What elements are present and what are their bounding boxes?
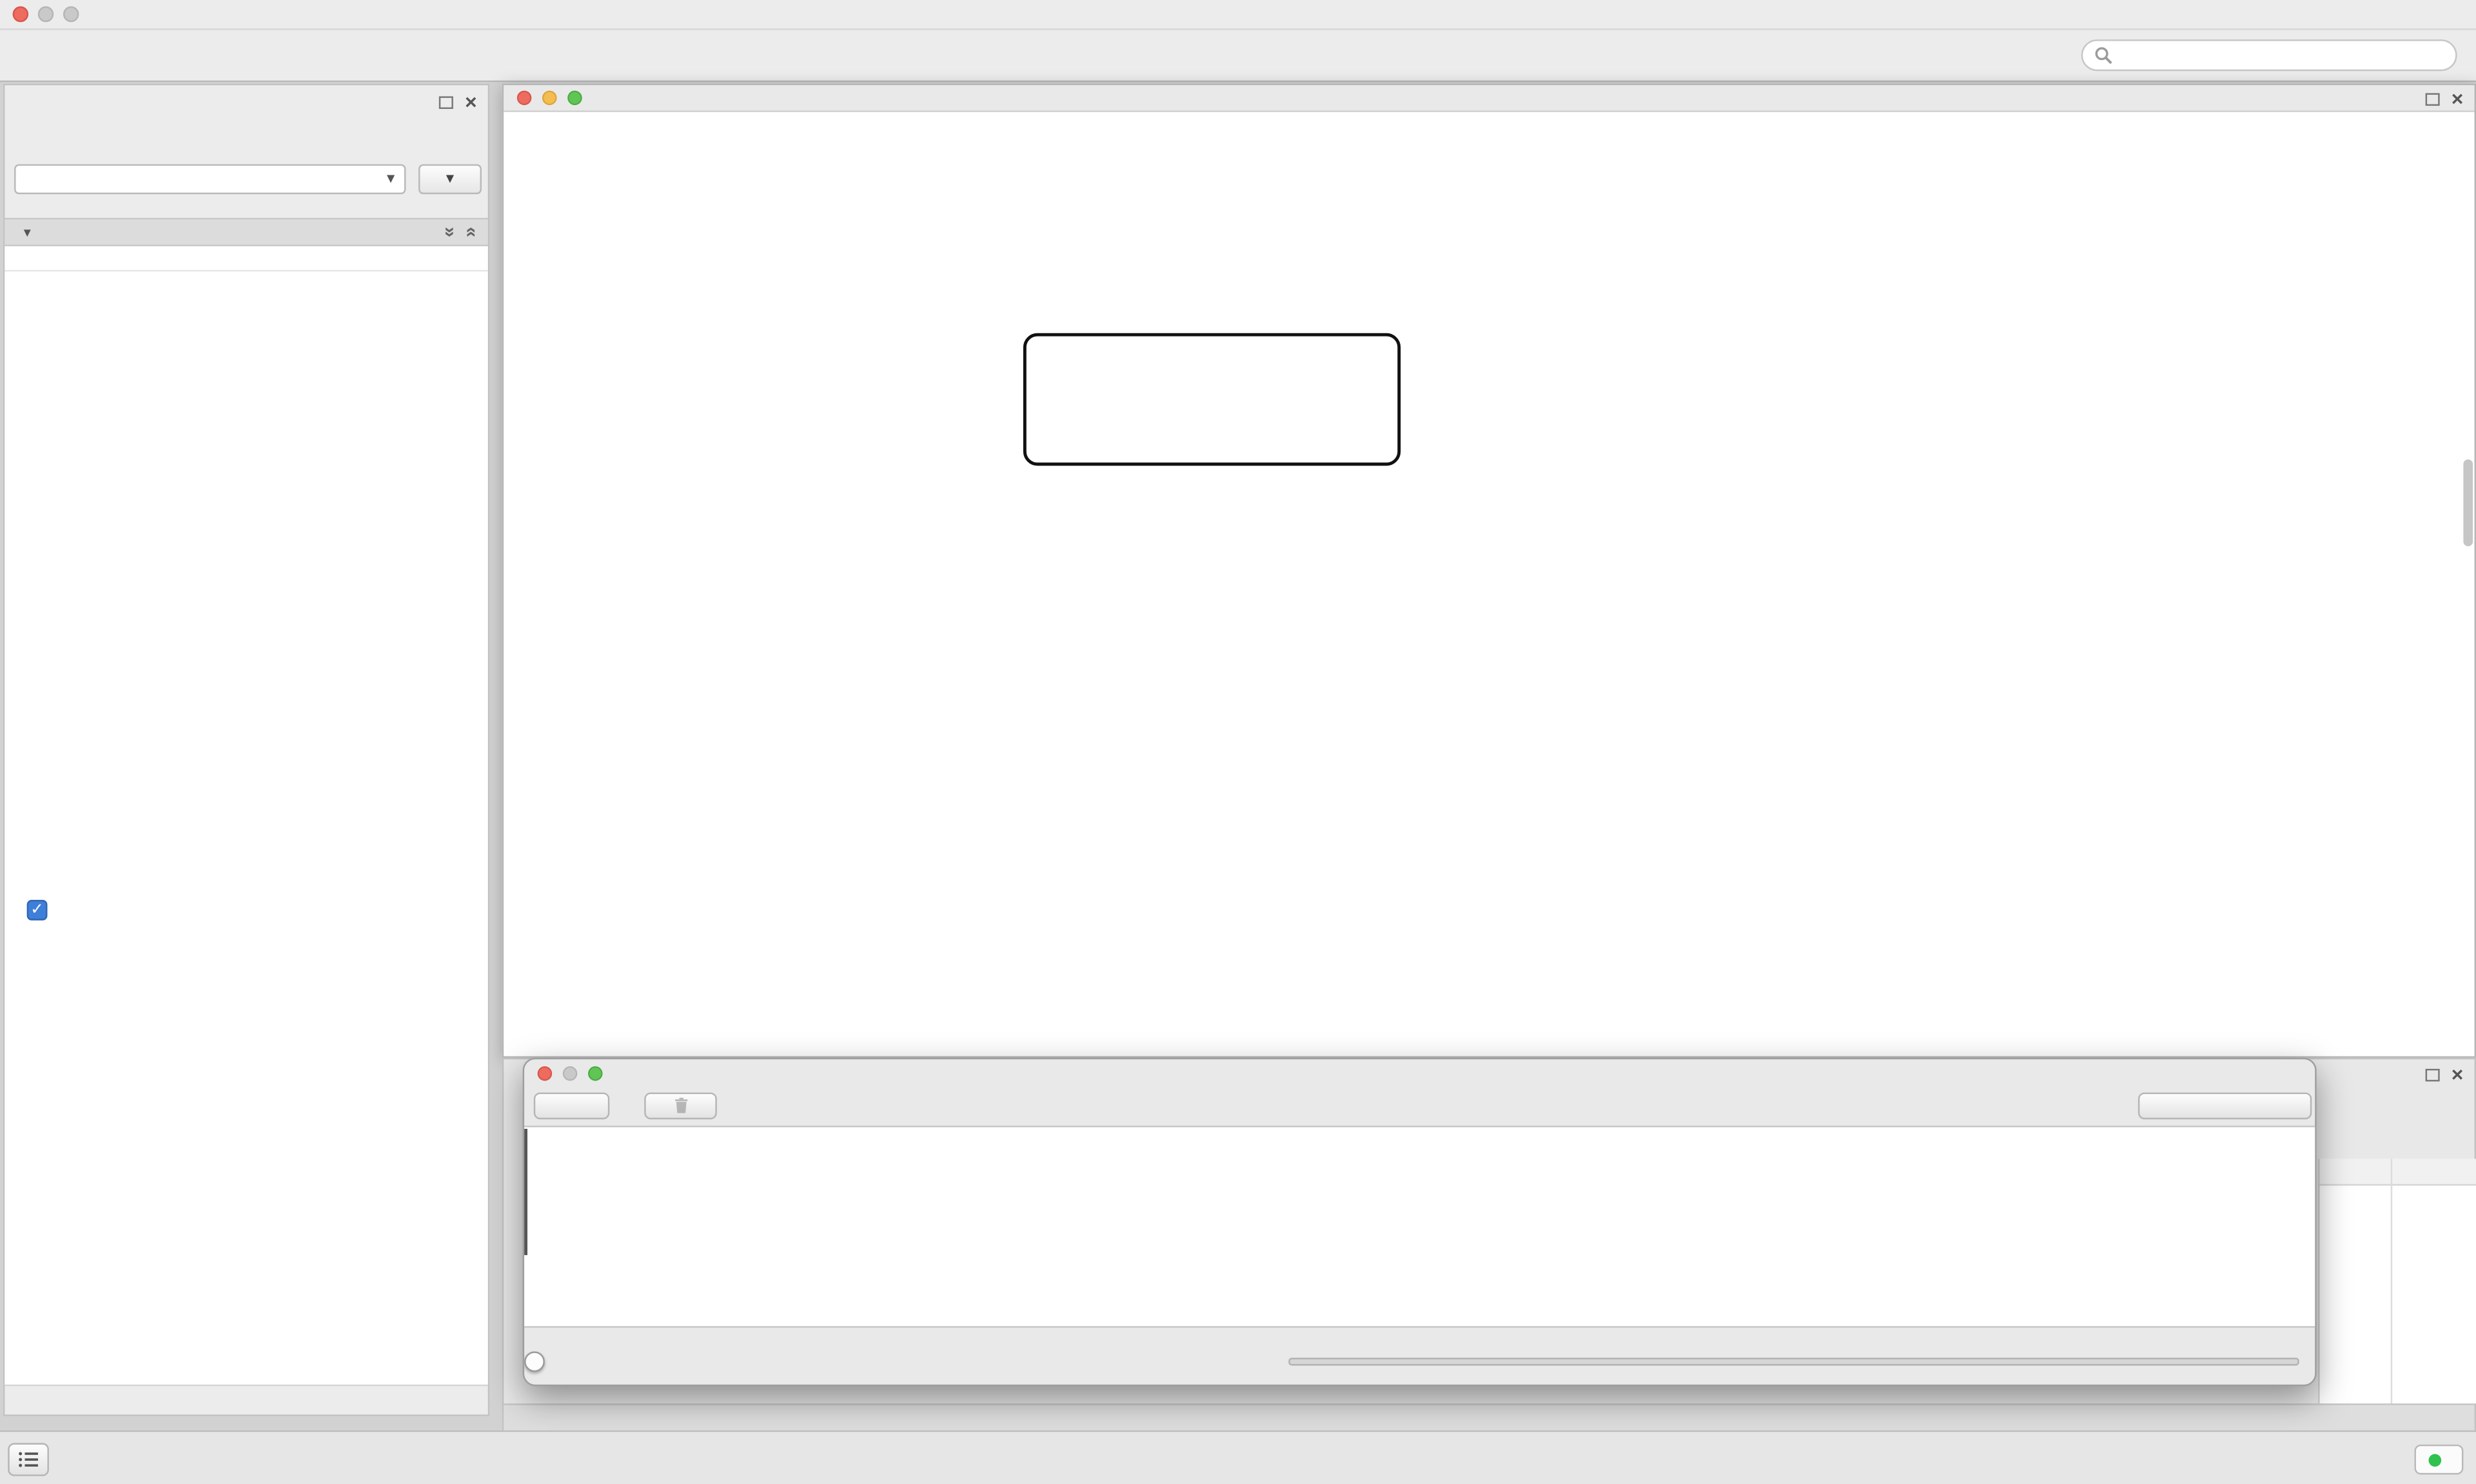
main-toolbar xyxy=(0,30,2476,83)
close-network-icon[interactable]: × xyxy=(2451,86,2464,111)
network-close-button[interactable] xyxy=(516,90,532,106)
control-panel: × ▾ ▾ ▾ » » ✓ xyxy=(3,83,490,1416)
network-window: × xyxy=(502,83,2476,1058)
cyanimator-minimize-button[interactable] xyxy=(562,1066,578,1081)
properties-column-headers xyxy=(5,246,488,272)
chevron-down-icon: ▾ xyxy=(23,223,31,240)
network-zoom-button[interactable] xyxy=(567,90,582,106)
cyanimator-close-button[interactable] xyxy=(537,1066,553,1081)
add-frame-button[interactable] xyxy=(533,1092,610,1120)
cyanimator-zoom-button[interactable] xyxy=(588,1066,603,1081)
expand-all-icon[interactable]: » xyxy=(438,226,462,238)
console-button[interactable] xyxy=(8,1443,49,1476)
app-titlebar xyxy=(0,0,2476,30)
float-network-icon[interactable] xyxy=(2425,93,2440,106)
properties-header[interactable]: ▾ » » xyxy=(5,217,488,247)
search-box xyxy=(2081,39,2457,72)
animation-speed-slider[interactable] xyxy=(1288,1358,2299,1366)
animator-timeline[interactable] xyxy=(524,1126,2315,1328)
search-icon xyxy=(2094,46,2112,64)
float-table-panel-icon[interactable] xyxy=(2425,1068,2440,1082)
window-close-button[interactable] xyxy=(12,6,29,23)
window-zoom-button[interactable] xyxy=(63,6,79,23)
canvas-scrollbar-thumb[interactable] xyxy=(2463,459,2473,547)
node-table-fragment xyxy=(2318,1158,2476,1404)
lock-size-row[interactable]: ✓ xyxy=(5,897,487,928)
window-minimize-button[interactable] xyxy=(37,6,54,23)
network-minimize-button[interactable] xyxy=(542,90,557,106)
delete-frame-button[interactable] xyxy=(644,1092,717,1120)
style-options-button[interactable]: ▾ xyxy=(418,164,482,195)
table-panel-tabs xyxy=(504,1403,2475,1432)
animation-speed-slider-thumb[interactable] xyxy=(524,1351,545,1372)
memory-status-icon xyxy=(2428,1453,2442,1466)
chevron-down-icon: ▾ xyxy=(386,170,395,188)
timeline-playhead[interactable] xyxy=(524,1129,527,1255)
network-canvas[interactable] xyxy=(504,112,2475,1057)
lock-size-checkbox[interactable]: ✓ xyxy=(26,899,48,921)
memory-button[interactable] xyxy=(2414,1444,2464,1475)
clear-all-frames-button[interactable] xyxy=(2137,1092,2312,1120)
network-graph[interactable] xyxy=(504,112,2474,1056)
close-table-panel-icon[interactable]: × xyxy=(2451,1062,2464,1086)
annotation-box[interactable] xyxy=(1023,333,1401,466)
trash-icon xyxy=(671,1096,691,1117)
cyanimator-window xyxy=(522,1057,2317,1387)
console-icon xyxy=(17,1449,41,1470)
status-bar xyxy=(0,1430,2476,1484)
search-input[interactable] xyxy=(2120,43,2445,68)
close-panel-icon[interactable]: × xyxy=(464,90,477,114)
collapse-all-icon[interactable]: » xyxy=(458,226,482,238)
style-selector[interactable]: ▾ xyxy=(14,164,406,195)
float-panel-icon[interactable] xyxy=(438,96,453,109)
